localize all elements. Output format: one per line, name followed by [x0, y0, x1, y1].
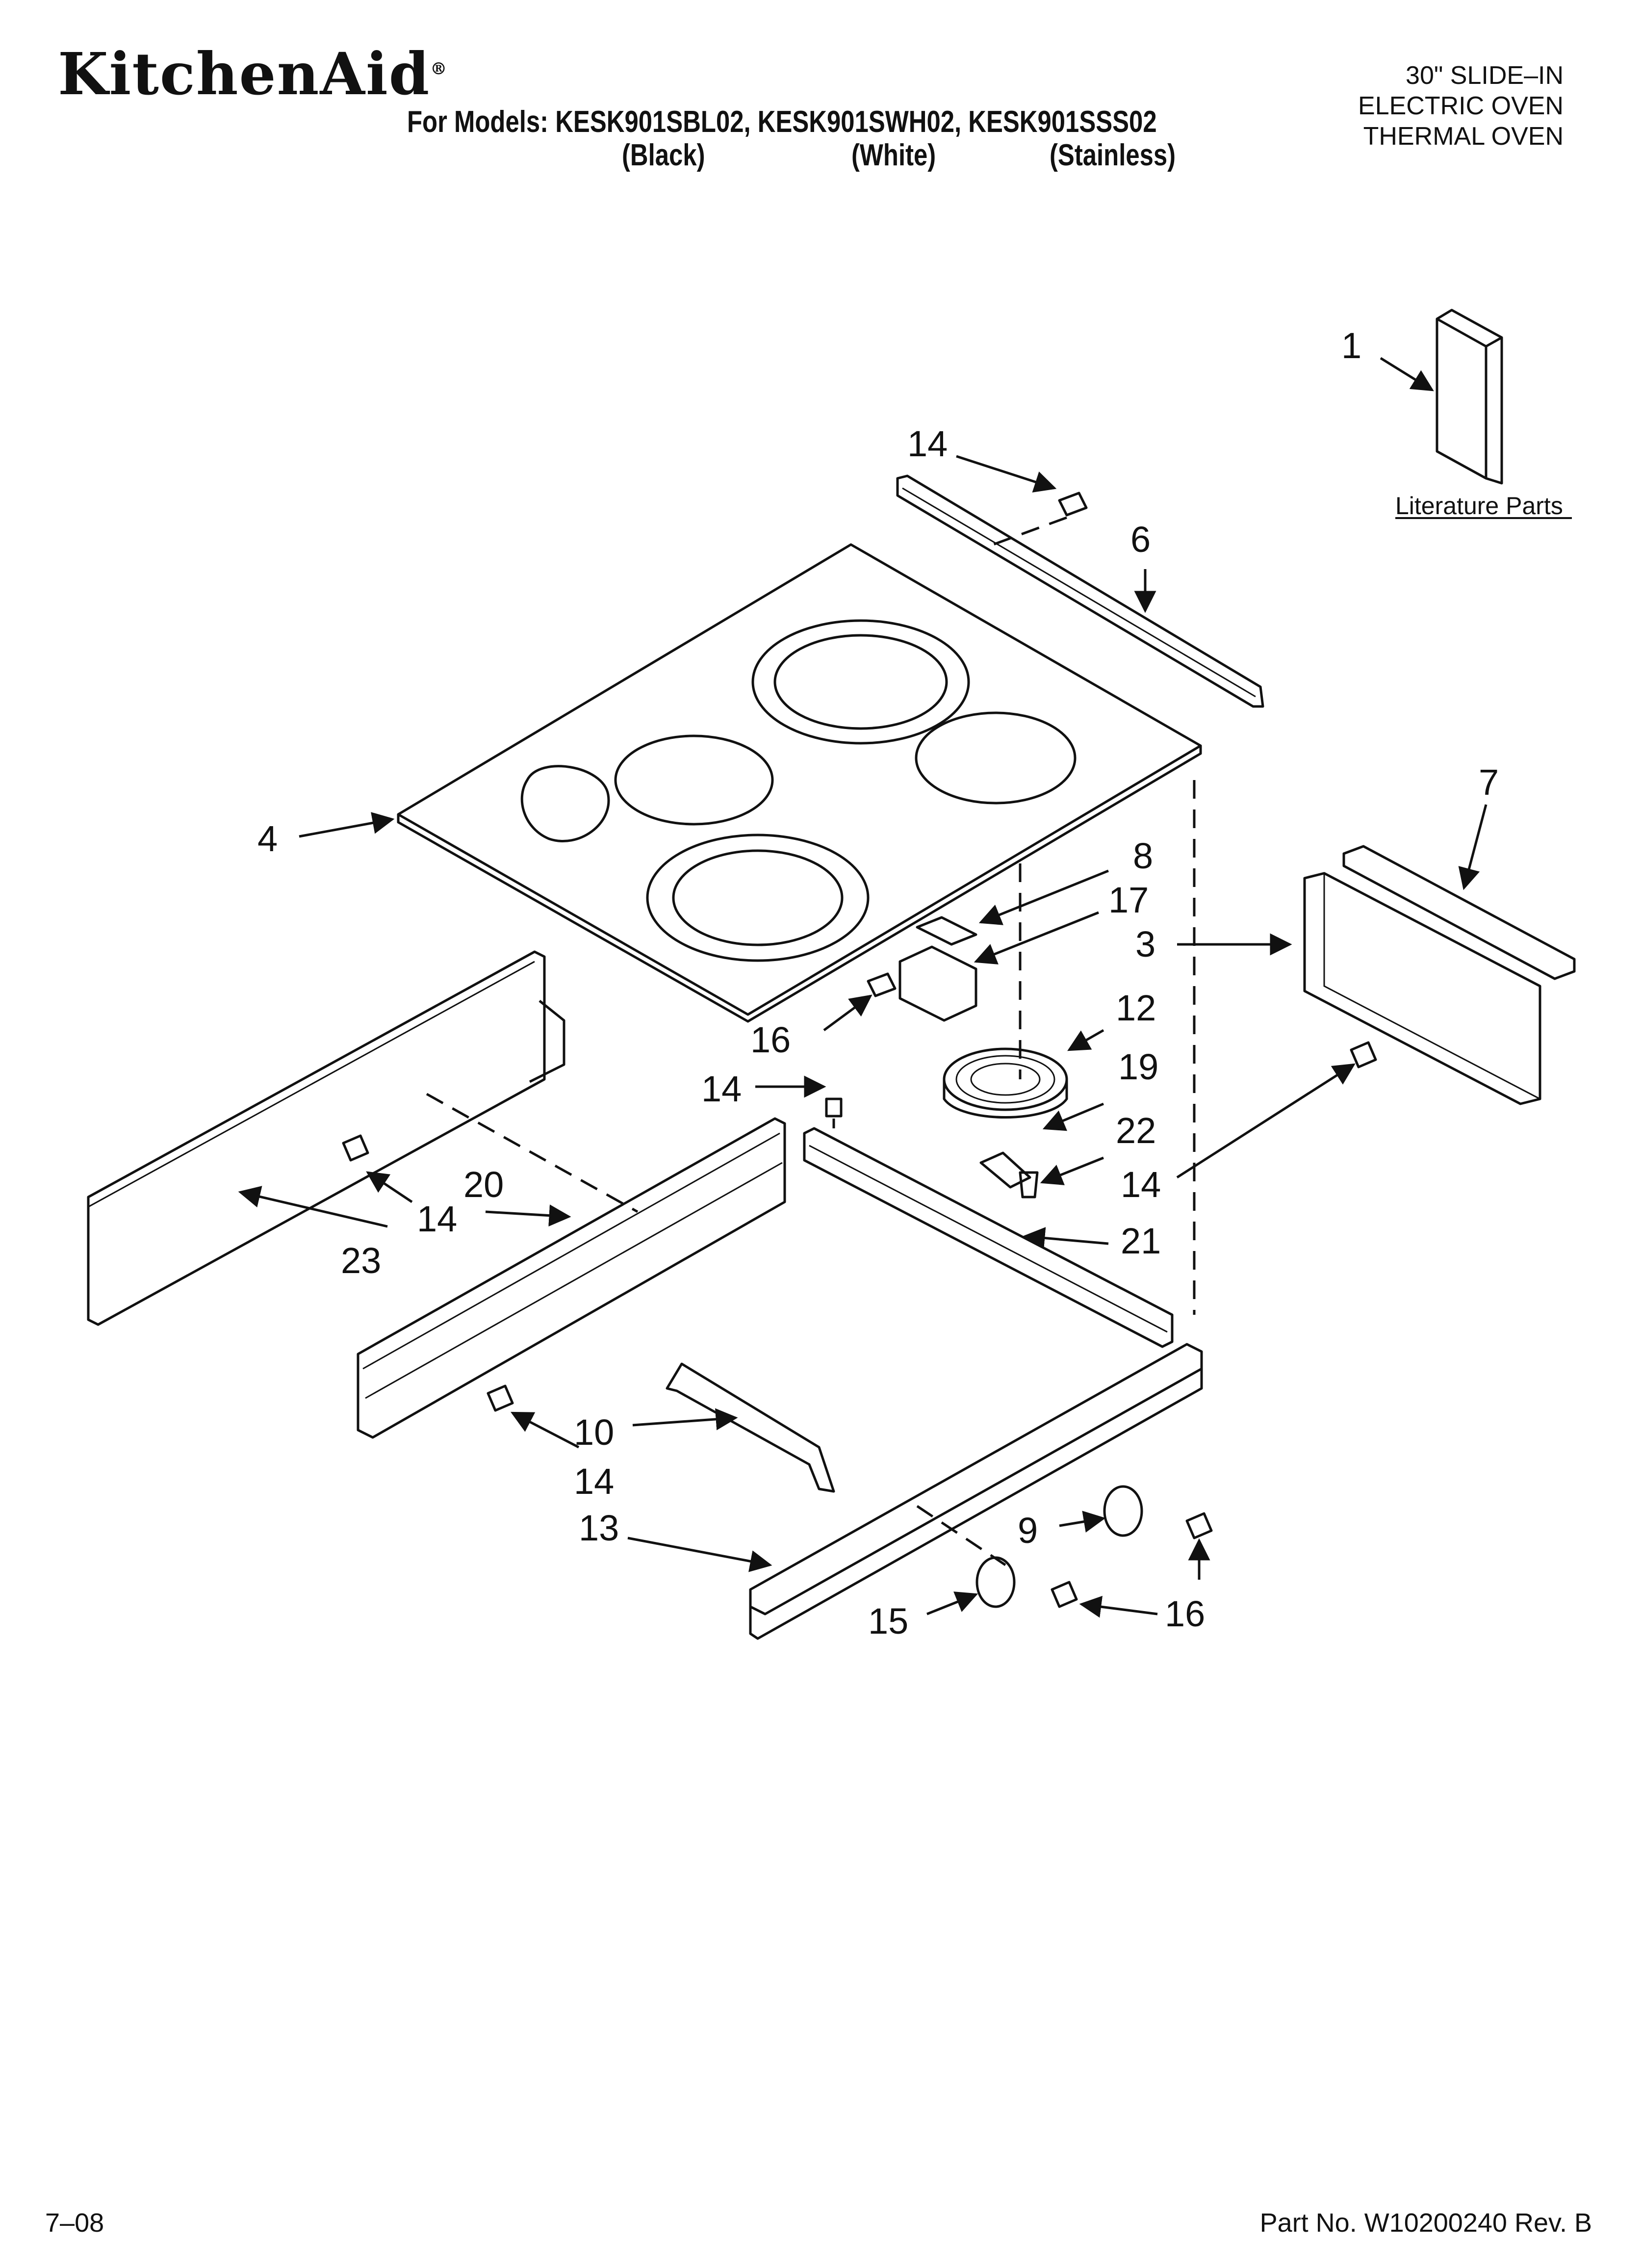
ceramic-cooktop-glass	[397, 543, 1202, 1023]
leader-arrows	[238, 357, 1488, 1618]
finish-white: (White)	[851, 138, 936, 172]
screw	[1350, 1041, 1377, 1069]
callout-10: 10	[574, 1412, 614, 1453]
callout-16: 16	[1165, 1593, 1205, 1634]
callout-14: 14	[1121, 1164, 1161, 1205]
screw	[1185, 1512, 1213, 1539]
callout-1: 1	[1341, 325, 1361, 366]
callout-13: 13	[579, 1508, 619, 1548]
limiter-switch	[916, 916, 977, 946]
callout-15: 15	[868, 1601, 908, 1642]
callout-17: 17	[1108, 880, 1149, 920]
alignment-line	[426, 1093, 639, 1213]
finish-stainless: (Stainless)	[1050, 138, 1176, 172]
element-clip	[979, 1151, 1031, 1189]
callout-23: 23	[341, 1240, 381, 1281]
revision-date: 7–08	[45, 2208, 104, 2238]
callout-4: 4	[257, 818, 278, 859]
callout-20: 20	[463, 1164, 504, 1205]
finish-black: (Black)	[622, 138, 705, 172]
switch-bracket	[898, 945, 977, 1022]
literature-parts-label: Literature Parts	[1395, 492, 1563, 520]
product-type-line: THERMAL OVEN	[1363, 122, 1564, 151]
door-hinge-receptacle	[1103, 1485, 1143, 1537]
callout-16: 16	[750, 1019, 791, 1060]
callout-14: 14	[574, 1461, 614, 1502]
brand-logo: KitchenAid®	[58, 45, 448, 103]
screw	[1019, 1171, 1039, 1199]
callout-7: 7	[1479, 762, 1499, 803]
callout-12: 12	[1116, 988, 1156, 1028]
door-hinge-receptacle	[975, 1556, 1016, 1608]
callout-9: 9	[1018, 1510, 1038, 1551]
right-side-bracket	[1303, 872, 1541, 1105]
center-support-rail	[803, 1127, 1174, 1348]
product-type-line: ELECTRIC OVEN	[1358, 92, 1564, 120]
callout-14: 14	[907, 423, 948, 464]
callout-14: 14	[701, 1069, 742, 1109]
left-rear-bracket	[87, 950, 565, 1326]
callout-14: 14	[417, 1199, 457, 1239]
screw	[342, 1134, 369, 1162]
callout-22: 22	[1116, 1110, 1156, 1151]
screw	[867, 972, 897, 997]
alignment-line	[993, 516, 1067, 546]
handle-bracket	[666, 1362, 835, 1493]
screw	[1051, 1581, 1078, 1608]
callout-19: 19	[1118, 1046, 1158, 1087]
screw	[487, 1384, 514, 1412]
callout-8: 8	[1133, 835, 1153, 876]
screw	[825, 1097, 843, 1118]
rear-trim-channel	[896, 474, 1264, 708]
part-number: Part No. W10200240 Rev. B	[1259, 2208, 1592, 2238]
side-trim-strip	[1342, 845, 1576, 980]
callout-21: 21	[1121, 1221, 1161, 1261]
callout-3: 3	[1135, 924, 1155, 965]
front-rail	[357, 1117, 786, 1439]
literature-booklet	[1436, 309, 1503, 485]
radiant-heating-element	[943, 1047, 1068, 1119]
alignment-line	[916, 1505, 1006, 1566]
registered-mark: ®	[430, 59, 448, 79]
brand-name: KitchenAid	[58, 40, 431, 108]
product-type-line: 30" SLIDE–IN	[1406, 61, 1564, 90]
callout-6: 6	[1130, 519, 1151, 560]
models-line: For Models: KESK901SBL02, KESK901SWH02, …	[407, 105, 1157, 139]
lower-front-rail	[749, 1343, 1203, 1640]
screw	[1058, 492, 1088, 517]
